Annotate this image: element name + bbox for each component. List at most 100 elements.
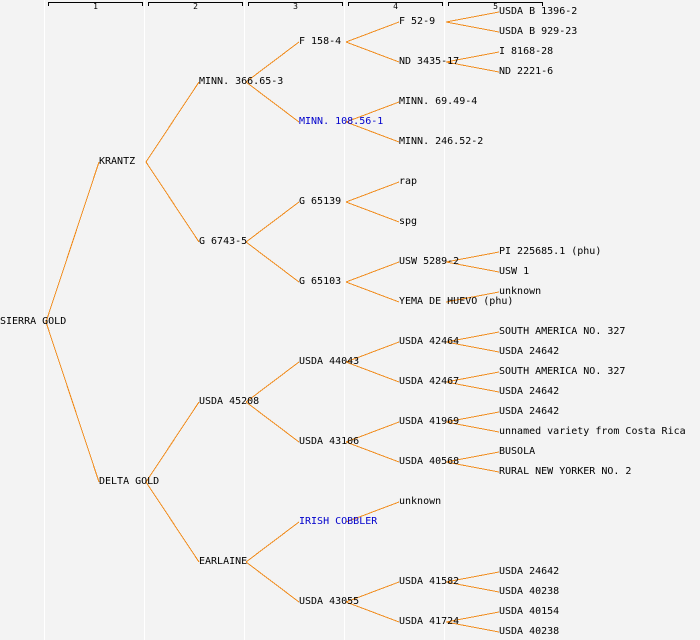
pedigree-edge bbox=[445, 251, 500, 263]
ancestor-node[interactable]: USW 5289-2 bbox=[399, 256, 460, 267]
ancestor-node[interactable]: USDA 41969 bbox=[399, 416, 460, 427]
pedigree-edge bbox=[245, 201, 300, 243]
ancestor-node[interactable]: USDA 24642 bbox=[499, 386, 560, 397]
ancestor-node[interactable]: I 8168-28 bbox=[499, 46, 554, 57]
ancestor-node[interactable]: USDA 40154 bbox=[499, 606, 560, 617]
ancestor-node[interactable]: F 52-9 bbox=[399, 16, 436, 27]
pedigree-edge bbox=[145, 161, 200, 243]
pedigree-edge bbox=[45, 161, 100, 323]
pedigree-edge bbox=[445, 261, 500, 273]
pedigree-edge bbox=[445, 291, 500, 303]
pedigree-edge bbox=[345, 361, 400, 383]
pedigree-edge bbox=[445, 51, 500, 63]
ancestor-node[interactable]: USDA 40238 bbox=[499, 626, 560, 637]
pedigree-edge bbox=[345, 21, 400, 43]
ancestor-node[interactable]: USDA 45208 bbox=[199, 396, 260, 407]
ancestor-node[interactable]: EARLAINE bbox=[199, 556, 248, 567]
ancestor-node[interactable]: PI 225685.1 (phu) bbox=[499, 246, 602, 257]
pedigree-edge bbox=[345, 581, 400, 603]
ancestor-node[interactable]: USDA 43055 bbox=[299, 596, 360, 607]
pedigree-edge bbox=[445, 21, 500, 33]
pedigree-edge bbox=[445, 411, 500, 423]
ancestor-node[interactable]: DELTA GOLD bbox=[99, 476, 160, 487]
ancestor-node[interactable]: RURAL NEW YORKER NO. 2 bbox=[499, 466, 632, 477]
pedigree-edge bbox=[245, 241, 300, 283]
ancestor-node[interactable]: USW 1 bbox=[499, 266, 530, 277]
pedigree-edge bbox=[45, 321, 100, 483]
pedigree-edge bbox=[345, 181, 400, 203]
ancestor-node[interactable]: unknown bbox=[399, 496, 442, 507]
generation-header-4: 4 bbox=[393, 2, 398, 11]
ancestor-node[interactable]: MINN. 108.56-1 bbox=[299, 116, 384, 127]
ancestor-node[interactable]: SOUTH AMERICA NO. 327 bbox=[499, 366, 626, 377]
pedigree-edge bbox=[145, 401, 200, 483]
pedigree-edge bbox=[345, 41, 400, 63]
pedigree-edge bbox=[245, 361, 300, 403]
ancestor-node[interactable]: spg bbox=[399, 216, 418, 227]
ancestor-node[interactable]: ND 3435-17 bbox=[399, 56, 460, 67]
root-variety[interactable]: SIERRA GOLD bbox=[0, 316, 67, 327]
ancestor-node[interactable]: F 158-4 bbox=[299, 36, 342, 47]
ancestor-node[interactable]: G 6743-5 bbox=[199, 236, 248, 247]
ancestor-node[interactable]: USDA 41582 bbox=[399, 576, 460, 587]
pedigree-edge bbox=[245, 41, 300, 83]
ancestor-node[interactable]: YEMA DE HUEVO (phu) bbox=[399, 296, 514, 307]
ancestor-node[interactable]: IRISH COBBLER bbox=[299, 516, 378, 527]
pedigree-edge bbox=[445, 11, 500, 23]
pedigree-edge bbox=[345, 201, 400, 223]
grid-line bbox=[244, 0, 245, 640]
ancestor-node[interactable]: USDA B 1396-2 bbox=[499, 6, 578, 17]
pedigree-edge bbox=[445, 621, 500, 633]
generation-header-5: 5 bbox=[493, 2, 498, 11]
pedigree-edge bbox=[445, 451, 500, 463]
pedigree-edge bbox=[345, 281, 400, 303]
ancestor-node[interactable]: USDA 24642 bbox=[499, 566, 560, 577]
ancestor-node[interactable]: SOUTH AMERICA NO. 327 bbox=[499, 326, 626, 337]
pedigree-edge bbox=[445, 341, 500, 353]
ancestor-node[interactable]: USDA 43106 bbox=[299, 436, 360, 447]
grid-line bbox=[44, 0, 45, 640]
ancestor-node[interactable]: USDA 24642 bbox=[499, 346, 560, 357]
ancestor-node[interactable]: USDA 40238 bbox=[499, 586, 560, 597]
ancestor-node[interactable]: MINN. 246.52-2 bbox=[399, 136, 484, 147]
pedigree-edge bbox=[345, 341, 400, 363]
ancestor-node[interactable]: USDA 44043 bbox=[299, 356, 360, 367]
ancestor-node[interactable]: USDA 42467 bbox=[399, 376, 460, 387]
ancestor-node[interactable]: MINN. 69.49-4 bbox=[399, 96, 478, 107]
pedigree-edge bbox=[445, 611, 500, 623]
ancestor-node[interactable]: G 65139 bbox=[299, 196, 342, 207]
pedigree-edge bbox=[145, 481, 200, 563]
pedigree-edge bbox=[245, 561, 300, 603]
ancestor-node[interactable]: BUSOLA bbox=[499, 446, 536, 457]
pedigree-edge bbox=[445, 571, 500, 583]
ancestor-node[interactable]: rap bbox=[399, 176, 418, 187]
pedigree-edge bbox=[245, 521, 300, 563]
pedigree-edge bbox=[345, 101, 400, 123]
pedigree-edge bbox=[345, 121, 400, 143]
generation-header-3: 3 bbox=[293, 2, 298, 11]
generation-header-2: 2 bbox=[193, 2, 198, 11]
ancestor-node[interactable]: KRANTZ bbox=[99, 156, 136, 167]
pedigree-edge bbox=[145, 81, 200, 163]
ancestor-node[interactable]: USDA 40568 bbox=[399, 456, 460, 467]
ancestor-node[interactable]: USDA 41724 bbox=[399, 616, 460, 627]
pedigree-edge bbox=[245, 81, 300, 123]
ancestor-node[interactable]: MINN. 366.65-3 bbox=[199, 76, 284, 87]
ancestor-node[interactable]: USDA B 929-23 bbox=[499, 26, 578, 37]
grid-line bbox=[344, 0, 345, 640]
ancestor-node[interactable]: G 65103 bbox=[299, 276, 342, 287]
pedigree-edge bbox=[345, 261, 400, 283]
ancestor-node[interactable]: USDA 24642 bbox=[499, 406, 560, 417]
ancestor-node[interactable]: ND 2221-6 bbox=[499, 66, 554, 77]
grid-line bbox=[144, 0, 145, 640]
pedigree-edge bbox=[345, 421, 400, 443]
ancestor-node[interactable]: unknown bbox=[499, 286, 542, 297]
generation-header-bracket bbox=[48, 2, 143, 6]
generation-header-bracket bbox=[248, 2, 343, 6]
ancestor-node[interactable]: unnamed variety from Costa Rica bbox=[499, 426, 686, 437]
ancestor-node[interactable]: USDA 42464 bbox=[399, 336, 460, 347]
grid-line bbox=[444, 0, 445, 640]
pedigree-edge bbox=[445, 331, 500, 343]
